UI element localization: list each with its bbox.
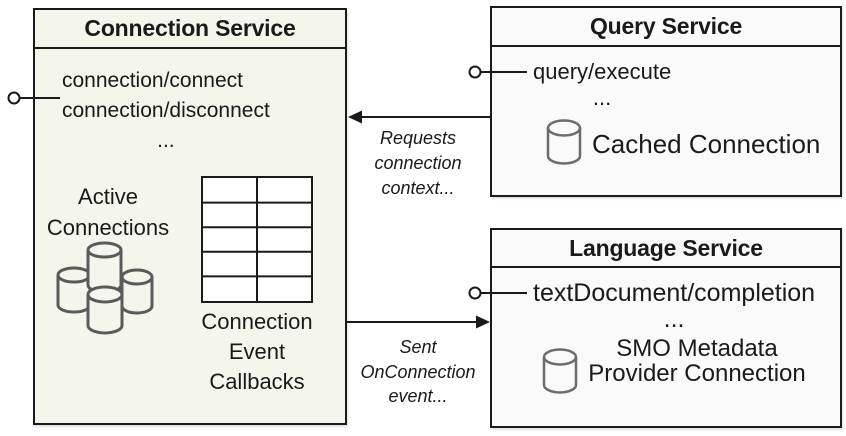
method-textdocument-completion: textDocument/completion: [533, 279, 816, 307]
method-connection-disconnect: connection/disconnect: [62, 99, 270, 122]
database-icon: [542, 348, 578, 394]
sent-onconnection-event-annotation: Sent OnConnection event...: [360, 337, 476, 406]
query-service-title: Query Service: [492, 8, 840, 47]
database-icon: [546, 119, 582, 165]
active-connections-label: Active Connections: [46, 184, 170, 240]
ellipsis-label: ...: [663, 305, 685, 333]
onconnection-event-arrow: [347, 315, 490, 329]
connection-methods-list: connection/connect connection/disconnect…: [62, 66, 270, 156]
connection-service-title: Connection Service: [35, 10, 345, 49]
query-methods-list: query/execute ...: [533, 59, 671, 111]
query-service-box: Query Service: [490, 6, 842, 197]
method-connection-connect: connection/connect: [62, 69, 243, 92]
ellipsis-label: ...: [157, 129, 175, 152]
callbacks-table-icon: [201, 176, 313, 303]
database-cluster-icon: [56, 241, 154, 335]
requests-context-arrow: [348, 110, 490, 124]
requests-connection-context-annotation: Requests connection context...: [374, 128, 462, 198]
smo-metadata-provider-label: SMO Metadata Provider Connection: [588, 335, 806, 387]
connection-event-callbacks-label: Connection Event Callbacks: [201, 309, 313, 394]
language-service-title: Language Service: [492, 230, 840, 268]
language-service-box: Language Service: [490, 228, 842, 428]
language-methods-list: textDocument/completion ...: [533, 280, 815, 332]
ellipsis-label: ...: [592, 85, 612, 110]
cached-connection-label: Cached Connection: [592, 129, 821, 159]
method-query-execute: query/execute: [533, 59, 672, 84]
